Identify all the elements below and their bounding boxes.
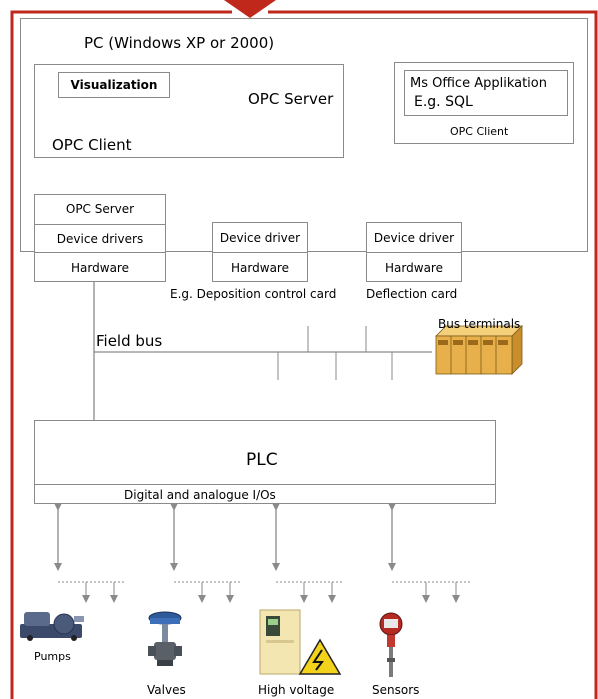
bus-terminals-icon xyxy=(435,325,523,375)
high-voltage-label: High voltage xyxy=(258,683,335,697)
plc-io-label: Digital and analogue I/Os xyxy=(34,484,496,504)
pumps-label: Pumps xyxy=(34,650,71,663)
stack1-opc-server: OPC Server xyxy=(65,202,135,216)
valve-icon xyxy=(148,611,182,666)
plc-box xyxy=(34,420,496,504)
sensors-label: Sensors xyxy=(372,683,420,697)
red-frame-left xyxy=(10,10,232,699)
office-app-name: Ms Office Applikation xyxy=(410,76,547,91)
valves-label: Valves xyxy=(147,683,186,697)
stack2-caption: E.g. Deposition control card xyxy=(170,287,337,301)
stack3-caption: Deflection card xyxy=(366,287,458,301)
stack1-box xyxy=(34,194,166,282)
stack2-device-driver: Device driver xyxy=(219,231,301,245)
stack2-hardware: Hardware xyxy=(212,252,308,282)
io-distribution xyxy=(58,581,470,603)
stack3-device-driver: Device driver xyxy=(373,231,455,245)
sensor-icon xyxy=(379,612,403,677)
office-opc-client: OPC Client xyxy=(450,125,509,138)
visualization-box: Visualization xyxy=(58,72,170,98)
pc-title: PC (Windows XP or 2000) xyxy=(84,34,275,52)
high-voltage-icon xyxy=(259,609,342,675)
stack1-device-drivers: Device drivers xyxy=(34,224,166,252)
field-bus-label: Field bus xyxy=(96,332,163,350)
office-inner-box xyxy=(404,70,568,116)
stack1-hardware: Hardware xyxy=(34,252,166,282)
opc-server-label: OPC Server xyxy=(248,90,334,108)
plc-title: PLC xyxy=(246,450,278,470)
opc-client-label: OPC Client xyxy=(52,136,132,154)
warning-icon xyxy=(298,638,342,675)
stack3-hardware: Hardware xyxy=(366,252,462,282)
office-db-name: E.g. SQL xyxy=(414,94,473,110)
red-tab-icon xyxy=(224,0,276,18)
red-frame-right xyxy=(268,10,598,699)
bus-terminals-label: Bus terminals xyxy=(438,317,521,331)
pump-icon xyxy=(20,612,84,641)
